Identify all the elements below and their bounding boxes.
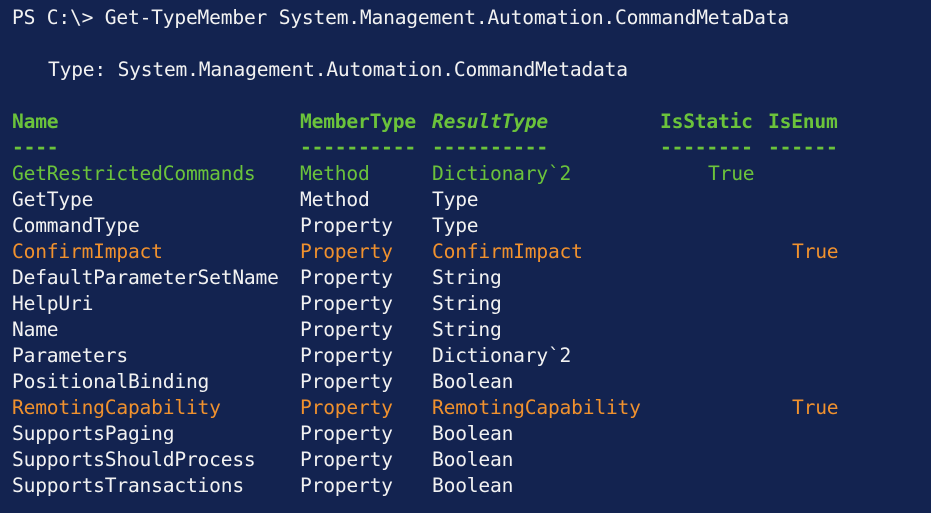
header-isstatic: IsStatic [660, 110, 753, 133]
table-row: GetType Method Type [0, 187, 931, 213]
member-name: CommandType [12, 214, 140, 237]
member-type: Property [300, 214, 393, 237]
result-type: RemotingCapability [432, 396, 641, 419]
result-type: Dictionary`2 [432, 162, 572, 185]
underline-isstatic: -------- [660, 136, 753, 159]
member-type: Property [300, 292, 393, 315]
member-name: Parameters [12, 344, 128, 367]
member-name: SupportsPaging [12, 422, 175, 445]
result-type: String [432, 292, 502, 315]
member-type: Property [300, 266, 393, 289]
table-row: CommandType Property Type [0, 213, 931, 239]
member-type: Property [300, 240, 393, 263]
member-name: SupportsTransactions [12, 474, 244, 497]
table-row: Name Property String [0, 317, 931, 343]
command-text: Get-TypeMember System.Management.Automat… [104, 6, 789, 29]
underline-isenum: ------ [768, 136, 838, 159]
member-type: Property [300, 474, 393, 497]
member-type: Property [300, 318, 393, 341]
member-type: Property [300, 422, 393, 445]
member-type: Method [300, 188, 370, 211]
table-row: Parameters Property Dictionary`2 [0, 343, 931, 369]
type-line: Type: System.Management.Automation.Comma… [48, 58, 628, 81]
header-membertype: MemberType [300, 110, 416, 133]
result-type: ConfirmImpact [432, 240, 583, 263]
is-enum: True [792, 396, 839, 419]
header-underline: ---- ---------- ---------- -------- ----… [0, 135, 931, 161]
result-type: String [432, 318, 502, 341]
underline-membertype: ---------- [300, 136, 416, 159]
table-row: HelpUri Property String [0, 291, 931, 317]
member-type: Property [300, 396, 393, 419]
member-name: RemotingCapability [12, 396, 221, 419]
table-row: PositionalBinding Property Boolean [0, 369, 931, 395]
result-type: String [432, 266, 502, 289]
underline-resulttype: ---------- [432, 136, 548, 159]
result-type: Type [432, 188, 479, 211]
underline-name: ---- [12, 136, 59, 159]
member-name: PositionalBinding [12, 370, 210, 393]
header-name: Name [12, 110, 59, 133]
result-type: Boolean [432, 474, 514, 497]
result-type: Boolean [432, 448, 514, 471]
member-type: Method [300, 162, 370, 185]
is-static: True [708, 162, 755, 185]
member-name: GetType [12, 188, 94, 211]
table-header: Name MemberType ResultType IsStatic IsEn… [0, 109, 931, 135]
member-name: GetRestrictedCommands [12, 162, 256, 185]
table-row: SupportsPaging Property Boolean [0, 421, 931, 447]
table-row: GetRestrictedCommands Method Dictionary`2 T… [0, 161, 931, 187]
member-type: Property [300, 344, 393, 367]
is-enum: True [792, 240, 839, 263]
result-type: Type [432, 214, 479, 237]
table-row: DefaultParameterSetName Property String [0, 265, 931, 291]
member-type: Property [300, 448, 393, 471]
member-type: Property [300, 370, 393, 393]
table-row: RemotingCapability Property RemotingCapabi… [0, 395, 931, 421]
member-name: ConfirmImpact [12, 240, 163, 263]
table-row: SupportsShouldProcess Property Boolean [0, 447, 931, 473]
member-name: SupportsShouldProcess [12, 448, 256, 471]
header-resulttype: ResultType [432, 110, 548, 133]
prompt-prefix: PS C:\> [12, 6, 105, 29]
result-type: Boolean [432, 370, 514, 393]
member-name: DefaultParameterSetName [12, 266, 279, 289]
member-name: HelpUri [12, 292, 94, 315]
command-prompt-line: PS C:\> Get-TypeMember System.Management… [12, 5, 789, 31]
table-row: SupportsTransactions Property Boolean [0, 473, 931, 499]
result-type: Dictionary`2 [432, 344, 572, 367]
result-type: Boolean [432, 422, 514, 445]
member-name: Name [12, 318, 59, 341]
header-isenum: IsEnum [768, 110, 838, 133]
table-row: ConfirmImpact Property ConfirmImpact True [0, 239, 931, 265]
